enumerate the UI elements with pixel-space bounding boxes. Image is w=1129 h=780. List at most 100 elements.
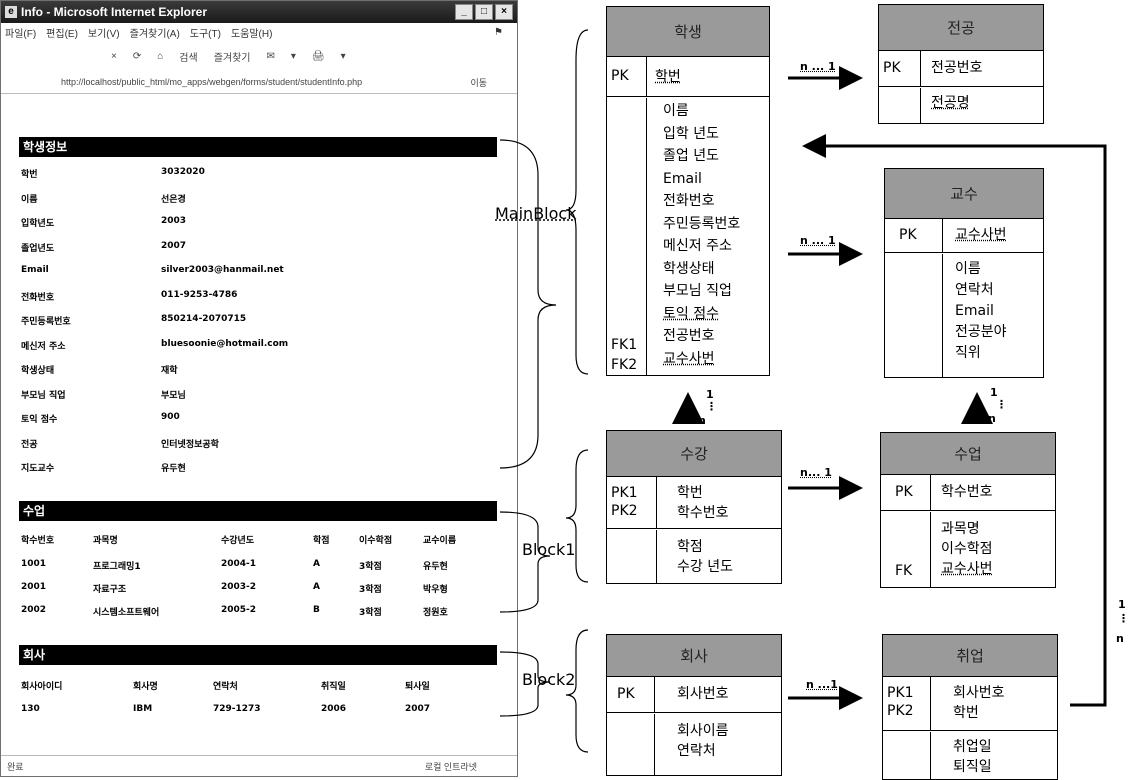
toolbar: × ⟳ ⌂ 검색 즐겨찾기 ✉ ▾ 🖨 ▾ — [1, 41, 517, 71]
menu-favorites[interactable]: 즐겨찾기(A) — [129, 28, 180, 40]
print-icon[interactable]: 🖨 — [311, 50, 325, 62]
fk1-label: FK1 — [611, 337, 638, 353]
field-label: 주민등록번호 — [21, 317, 71, 327]
table-cell: 정원호 — [423, 608, 448, 618]
cardinality-dots: ⋮ — [996, 398, 1007, 411]
table-cell: B — [313, 605, 320, 615]
field-value: 850214-2070715 — [161, 314, 247, 324]
status-bar: 완료 로컬 인트라넷 — [1, 755, 517, 776]
attr: 직위 — [955, 345, 981, 361]
entity-title: 취업 — [883, 635, 1057, 677]
field-label: 전공 — [21, 439, 38, 450]
minimize-button[interactable]: _ — [455, 4, 473, 20]
dropdown-icon[interactable]: ▾ — [340, 50, 346, 62]
field-label: Email — [21, 265, 49, 275]
cardinality-one: 1 — [990, 386, 998, 399]
entity-title: 회사 — [607, 635, 781, 677]
refresh-icon[interactable]: ⟳ — [132, 50, 142, 62]
courses-header: 수업 — [19, 501, 497, 521]
block2-label: Block2 — [522, 670, 576, 689]
maximize-button[interactable]: □ — [475, 4, 493, 20]
entity-title: 수강 — [607, 431, 781, 477]
entity-title: 전공 — [879, 5, 1043, 51]
column-header: 이수학점 — [359, 536, 393, 546]
windows-logo-icon: ⚑ — [494, 26, 503, 38]
address-bar: http://localhost/public_html/mo_apps/web… — [1, 71, 517, 94]
column-header: 과목명 — [93, 536, 118, 546]
enroll-brace — [565, 449, 589, 583]
column-header: 퇴사일 — [405, 682, 430, 692]
menu-edit[interactable]: 편집(E) — [46, 28, 78, 40]
attr: 이름 — [663, 103, 689, 119]
status-text: 완료 — [7, 761, 24, 772]
cardinality-enroll-course: n... 1 — [800, 466, 832, 479]
pk1-attr: 회사번호 — [953, 685, 1005, 701]
favorites-button[interactable]: 즐겨찾기 — [213, 52, 251, 64]
table-cell: 2004-1 — [221, 559, 257, 569]
table-cell: 유두현 — [423, 562, 448, 572]
entity-title: 교수 — [885, 169, 1043, 219]
menu-bar: 파일(F) 편집(E) 보기(V) 즐겨찾기(A) 도구(T) 도움말(H) ⚑ — [1, 23, 517, 41]
entity-title: 수업 — [881, 433, 1055, 475]
table-cell: 3학점 — [359, 562, 382, 572]
entity-course: 수업 PK 학수번호 과목명 이수학점 교수사번 FK — [880, 432, 1056, 588]
pk-attr: 학수번호 — [941, 484, 993, 500]
column-header: 학수번호 — [21, 536, 55, 546]
student-info-header: 학생정보 — [19, 137, 497, 157]
column-header: 교수이름 — [423, 536, 457, 546]
search-button[interactable]: 검색 — [179, 52, 198, 64]
pk1-label: PK1 — [887, 685, 914, 701]
entity-title: 학생 — [607, 7, 769, 57]
entity-major: 전공 PK 전공번호 전공명 — [878, 4, 1044, 124]
url-input[interactable]: http://localhost/public_html/mo_apps/web… — [61, 77, 363, 87]
attr: 입학 년도 — [663, 125, 719, 142]
field-label: 메신저 주소 — [21, 341, 66, 352]
table-cell: 2001 — [21, 582, 47, 592]
field-label: 학생상태 — [21, 366, 55, 376]
field-value: 인터넷정보공학 — [161, 439, 219, 450]
menu-tools[interactable]: 도구(T) — [189, 28, 221, 40]
pk-row: PK 회사번호 — [607, 677, 781, 713]
attr: 전공번호 — [663, 328, 715, 344]
company-header: 회사 — [19, 645, 497, 665]
field-value: bluesoonie@hotmail.com — [161, 338, 289, 349]
block1-label: Block1 — [522, 540, 576, 559]
attr: Email — [663, 170, 702, 187]
mail-icon[interactable]: ✉ — [266, 50, 275, 62]
attr: 부모님 직업 — [663, 283, 732, 299]
attr: 이름 — [955, 261, 981, 277]
pk2-label: PK2 — [611, 503, 638, 519]
table-cell: 3학점 — [359, 608, 382, 618]
attr: Email — [955, 303, 994, 319]
attr: 토익 점수 — [663, 305, 719, 322]
column-header: 수강년도 — [221, 536, 255, 546]
field-value: 부모님 — [161, 390, 186, 401]
go-button[interactable]: 이동 — [470, 77, 487, 88]
field-label: 토익 점수 — [21, 415, 58, 425]
attr: 교수사번 — [663, 350, 715, 367]
dropdown-icon[interactable]: ▾ — [290, 50, 296, 62]
table-cell: 2003-2 — [221, 582, 257, 592]
menu-file[interactable]: 파일(F) — [5, 28, 37, 40]
pk2-attr: 학번 — [953, 705, 979, 721]
menu-help[interactable]: 도움말(H) — [230, 28, 273, 40]
attr: 학생상태 — [663, 260, 715, 277]
stop-icon[interactable]: × — [111, 50, 117, 62]
attr: 전공명 — [931, 95, 970, 111]
cardinality-dots: ⋮ — [706, 400, 717, 413]
field-label: 부모님 직업 — [21, 390, 66, 401]
close-button[interactable]: × — [495, 4, 513, 20]
attr: 회사이름 — [677, 723, 729, 739]
attr: 전화번호 — [663, 193, 715, 209]
column-header: 회사아이디 — [21, 682, 63, 692]
browser-window: e Info - Microsoft Internet Explorer _ □… — [0, 0, 518, 777]
column-header: 학점 — [313, 536, 330, 546]
table-cell: 3학점 — [359, 585, 382, 595]
window-title: Info - Microsoft Internet Explorer — [21, 5, 208, 19]
cardinality-one: 1 — [1118, 598, 1126, 611]
home-icon[interactable]: ⌂ — [157, 50, 164, 62]
pk-attr: 전공번호 — [931, 60, 983, 76]
attr: 교수사번 — [941, 561, 993, 577]
menu-view[interactable]: 보기(V) — [87, 28, 120, 40]
